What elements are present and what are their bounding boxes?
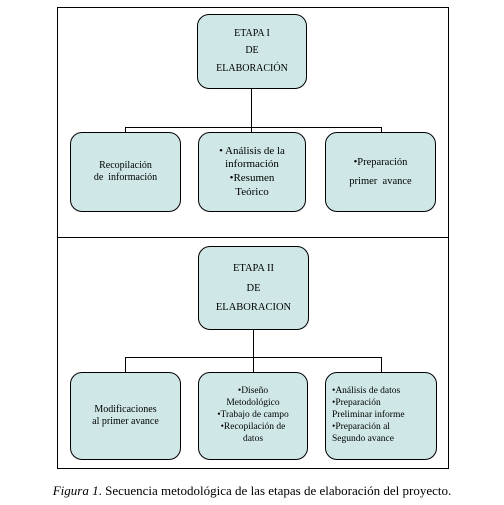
stage-1-drop-left [125, 127, 126, 133]
stage-2-header-line-3: ELABORACION [215, 301, 292, 313]
stage-2-box-3-line-3: Preliminar informe [332, 410, 405, 421]
stage-1-box-2-line-2: información [225, 158, 279, 171]
figure-caption-text: . Secuencia metodológica de las etapas d… [98, 483, 452, 498]
stage-2-box-modificaciones: Modificaciones al primer avance [70, 372, 181, 460]
stage-2-panel [57, 237, 449, 469]
stage-2-box-analisis-datos: •Análisis de datos •Preparación Prelimin… [325, 372, 437, 460]
stage-1-box-preparacion: •Preparación primer avance [325, 132, 436, 212]
stage-1-header-line-3: ELABORACIÓN [216, 62, 288, 74]
figure-label: Figura 1 [52, 483, 99, 498]
stage-2-box-1-line-1: Modificaciones [94, 403, 157, 415]
stage-1-header-line-2: DE [245, 45, 259, 57]
stage-2-trunk-line [253, 330, 254, 358]
stage-1-branch-line [125, 127, 382, 128]
stage-1-box-3-line-1: •Preparación [353, 156, 408, 168]
stage-1-box-3-line-2: primer avance [349, 176, 412, 187]
stage-2-box-2-line-4: •Recopilación de [220, 421, 286, 432]
stage-2-box-2-line-1: •Diseño [237, 386, 269, 397]
stage-2-box-2-line-2: Metodológico [226, 398, 280, 409]
stage-2-box-3-line-2: •Preparación [332, 398, 381, 409]
stage-2-header-box: ETAPA II DE ELABORACION [198, 246, 309, 330]
stage-1-header-line-1: ETAPA I [234, 27, 270, 39]
stage-2-box-2-line-5: datos [242, 433, 264, 444]
stage-2-box-diseno: •Diseño Metodológico •Trabajo de campo •… [198, 372, 308, 460]
stage-2-box-3-line-4: •Preparación al [332, 421, 390, 432]
figure-caption: Figura 1. Secuencia metodológica de las … [0, 483, 504, 499]
stage-1-trunk-line [251, 88, 252, 128]
stage-2-box-2-line-3: •Trabajo de campo [217, 410, 289, 421]
stage-1-header-box: ETAPA I DE ELABORACIÓN [197, 14, 307, 89]
stage-2-header-line-2: DE [246, 283, 261, 295]
stage-1-box-2-line-1: • Análisis de la [219, 144, 285, 157]
stage-1-drop-center [251, 127, 252, 133]
stage-2-box-1-line-2: al primer avance [92, 416, 159, 427]
stage-2-header-line-1: ETAPA II [232, 263, 275, 275]
stage-1-box-2-line-4: Teórico [235, 185, 269, 198]
stage-2-box-3-line-1: •Análisis de datos [332, 386, 401, 397]
stage-1-box-recopilacion: Recopilación de información [70, 132, 181, 212]
stage-2-box-3-line-5: Segundo avance [332, 433, 394, 444]
stage-1-drop-right [381, 127, 382, 133]
stage-1-box-2-line-3: •Resumen [229, 172, 275, 184]
stage-2-drop-right [381, 357, 382, 373]
stage-1-box-1-line-2: de información [93, 172, 158, 183]
stage-2-drop-left [125, 357, 126, 373]
stage-2-drop-center [253, 357, 254, 373]
stage-1-box-1-line-1: Recopilación [99, 159, 152, 171]
stage-1-box-analisis: • Análisis de la información •Resumen Te… [198, 132, 306, 212]
